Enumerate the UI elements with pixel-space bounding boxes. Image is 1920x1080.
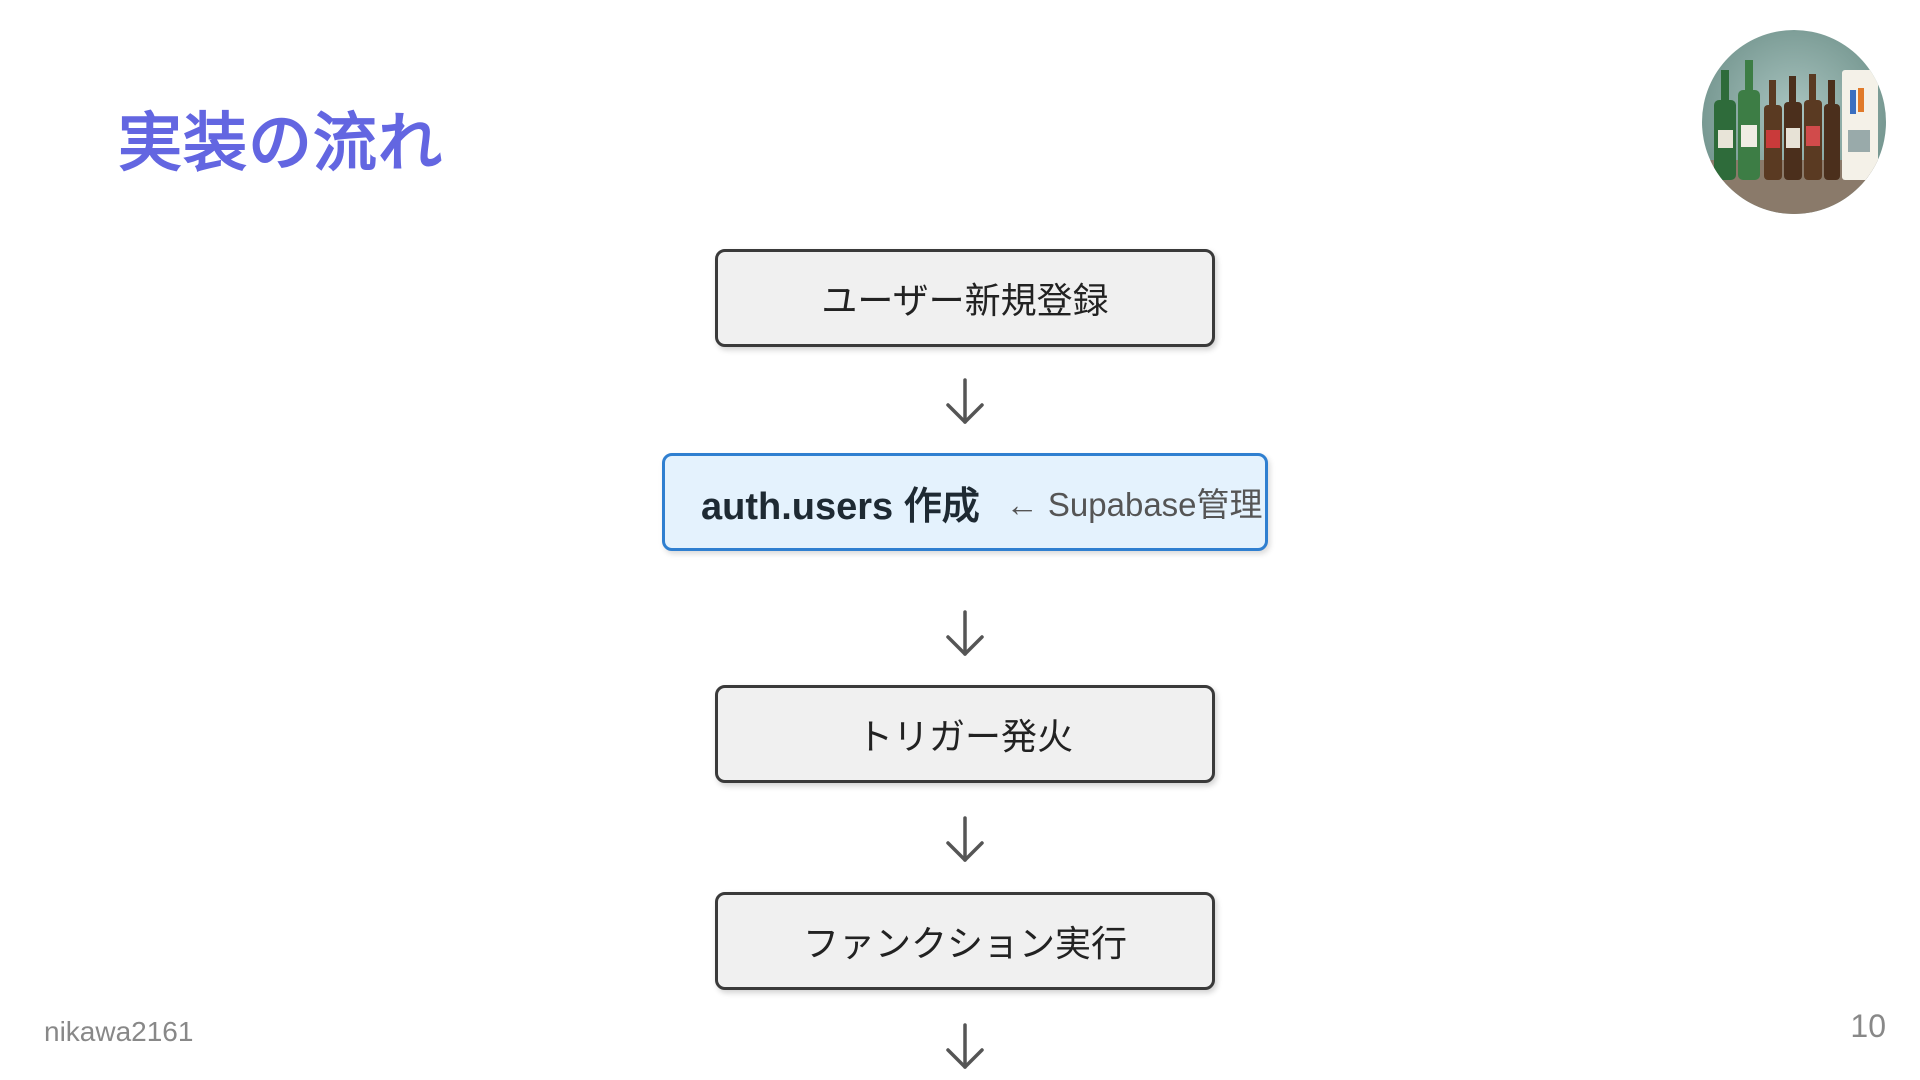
flow-step-label: auth.users 作成 <box>701 485 980 528</box>
arrow-down-icon <box>946 816 984 862</box>
bottles-photo-avatar-icon <box>1702 30 1886 214</box>
flow-step-label: ファンクション実行 <box>802 924 1127 965</box>
slide-title: 実装の流れ <box>118 107 443 181</box>
flow-step-function-execute: ファンクション実行 <box>715 892 1215 990</box>
arrow-down-icon <box>946 1023 984 1069</box>
arrow-down-icon <box>946 610 984 656</box>
flow-step-trigger-fire: トリガー発火 <box>715 685 1215 783</box>
flow-step-label: ユーザー新規登録 <box>821 281 1109 322</box>
footer-author: nikawa2161 <box>44 1016 194 1047</box>
avatar <box>1702 30 1886 214</box>
page-number: 10 <box>1850 1008 1886 1044</box>
arrow-down-icon <box>946 378 984 424</box>
flow-step-auth-users-create: auth.users 作成 ← Supabase管理 <box>662 453 1268 551</box>
flow-step-note: ← Supabase管理 <box>1005 486 1263 523</box>
flow-step-label: トリガー発火 <box>856 717 1073 758</box>
flow-step-user-signup: ユーザー新規登録 <box>715 249 1215 347</box>
